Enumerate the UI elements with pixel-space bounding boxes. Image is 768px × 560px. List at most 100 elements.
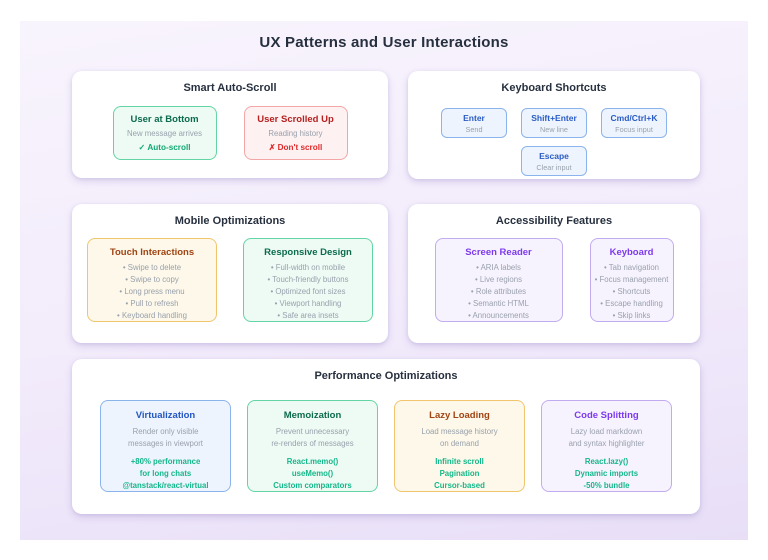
list-item: Shortcuts <box>591 286 673 298</box>
panel-accessibility-features: Accessibility Features Screen Reader ARI… <box>408 204 700 343</box>
card-keyboard: Keyboard Tab navigation Focus management… <box>589 238 674 322</box>
card-title: Code Splitting <box>574 410 639 421</box>
list-item: ARIA labels <box>436 262 562 274</box>
card-responsive-design: Responsive Design Full-width on mobile T… <box>243 238 373 322</box>
list-item: Safe area insets <box>244 310 372 322</box>
card-title: User Scrolled Up <box>257 114 334 125</box>
panel-title-smart-auto-scroll: Smart Auto-Scroll <box>183 82 277 94</box>
list-item: Escape handling <box>591 298 673 310</box>
card-memoization: Memoization Prevent unnecessary re-rende… <box>247 400 378 492</box>
card-title: Keyboard <box>609 247 654 258</box>
highlight-line: React.lazy() <box>584 457 629 466</box>
card-virtualization: Virtualization Render only visible messa… <box>100 400 231 492</box>
panel-title-mobile-optimizations: Mobile Optimizations <box>174 215 286 227</box>
panel-smart-auto-scroll: Smart Auto-Scroll User at Bottom New mes… <box>72 71 388 178</box>
card-title: Screen Reader <box>465 247 532 258</box>
feature-list: Tab navigation Focus management Shortcut… <box>591 262 673 322</box>
card-description: Lazy load markdown and syntax highlighte… <box>542 426 671 450</box>
panel-performance-optimizations: Performance Optimizations Virtualization… <box>72 359 700 514</box>
panel-title-keyboard-shortcuts: Keyboard Shortcuts <box>501 82 607 94</box>
highlight-line: useMemo() <box>291 469 334 478</box>
list-item: Pull to refresh <box>88 298 216 310</box>
key-action: Send <box>465 124 483 134</box>
accessibility-cards-row: Screen Reader ARIA labels Live regions R… <box>408 238 700 322</box>
key-label: Shift+Enter <box>531 112 577 123</box>
key-escape: Escape Clear input <box>521 146 587 176</box>
cross-icon: ✗ <box>268 143 276 152</box>
feature-list: ARIA labels Live regions Role attributes… <box>436 262 562 322</box>
feature-list: Swipe to delete Swipe to copy Long press… <box>88 262 216 322</box>
auto-scroll-cards-row: User at Bottom New message arrives ✓Auto… <box>72 106 388 160</box>
shortcut-keys-row-1: Enter Send Shift+Enter New line Cmd/Ctrl… <box>408 108 700 138</box>
highlight-line: Infinite scroll <box>435 457 484 466</box>
highlight-line: React.memo() <box>286 457 339 466</box>
key-cmd-ctrl-k: Cmd/Ctrl+K Focus input <box>601 108 667 138</box>
highlight-line: -50% bundle <box>583 481 630 490</box>
card-title: Lazy Loading <box>429 410 490 421</box>
list-item: Semantic HTML <box>436 298 562 310</box>
list-item: Live regions <box>436 274 562 286</box>
key-label: Escape <box>539 150 569 161</box>
card-lazy-loading: Lazy Loading Load message history on dem… <box>394 400 525 492</box>
card-highlights: React.lazy() Dynamic imports -50% bundle <box>542 456 671 492</box>
key-shift-enter: Shift+Enter New line <box>521 108 587 138</box>
feature-list: Full-width on mobile Touch-friendly butt… <box>244 262 372 322</box>
card-code-splitting: Code Splitting Lazy load markdown and sy… <box>541 400 672 492</box>
card-title: User at Bottom <box>130 114 199 125</box>
card-description: Load message history on demand <box>395 426 524 450</box>
highlight-line: Pagination <box>439 469 480 478</box>
list-item: Optimized font sizes <box>244 286 372 298</box>
status-label: Auto-scroll <box>147 143 191 152</box>
key-label: Cmd/Ctrl+K <box>610 112 658 123</box>
list-item: Tab navigation <box>591 262 673 274</box>
list-item: Keyboard handling <box>88 310 216 322</box>
description-line: messages in viewport <box>128 439 203 448</box>
description-line: and syntax highlighter <box>568 439 645 448</box>
highlight-line: for long chats <box>139 469 192 478</box>
card-title: Responsive Design <box>264 247 352 258</box>
card-title: Memoization <box>283 410 342 421</box>
key-action: Focus input <box>615 124 653 134</box>
list-item: Focus management <box>591 274 673 286</box>
card-touch-interactions: Touch Interactions Swipe to delete Swipe… <box>87 238 217 322</box>
list-item: Touch-friendly buttons <box>244 274 372 286</box>
card-user-at-bottom: User at Bottom New message arrives ✓Auto… <box>112 106 217 160</box>
card-status: ✗Don't scroll <box>269 142 323 152</box>
card-status: ✓Auto-scroll <box>138 142 190 152</box>
list-item: Swipe to copy <box>88 274 216 286</box>
description-line: re-renders of messages <box>271 439 354 448</box>
highlight-line: +80% performance <box>130 457 201 466</box>
key-label: Enter <box>463 112 485 123</box>
list-item: Full-width on mobile <box>244 262 372 274</box>
card-user-scrolled-up: User Scrolled Up Reading history ✗Don't … <box>243 106 348 160</box>
description-line: Lazy load markdown <box>570 427 643 436</box>
description-line: Load message history <box>421 427 498 436</box>
list-item: Viewport handling <box>244 298 372 310</box>
card-description: New message arrives <box>127 129 202 138</box>
performance-cards-row: Virtualization Render only visible messa… <box>72 400 700 492</box>
card-highlights: Infinite scroll Pagination Cursor-based <box>395 456 524 492</box>
list-item: Skip links <box>591 310 673 322</box>
description-line: Render only visible <box>132 427 199 436</box>
list-item: Long press menu <box>88 286 216 298</box>
mobile-cards-row: Touch Interactions Swipe to delete Swipe… <box>72 238 388 322</box>
highlight-line: Custom comparators <box>273 481 352 490</box>
panel-keyboard-shortcuts: Keyboard Shortcuts Enter Send Shift+Ente… <box>408 71 700 179</box>
status-label: Don't scroll <box>277 143 323 152</box>
panel-title-accessibility-features: Accessibility Features <box>495 215 613 227</box>
key-enter: Enter Send <box>441 108 507 138</box>
description-line: on demand <box>439 439 479 448</box>
list-item: Role attributes <box>436 286 562 298</box>
page-title: UX Patterns and User Interactions <box>259 34 509 51</box>
card-description: Prevent unnecessary re-renders of messag… <box>248 426 377 450</box>
panel-title-performance-optimizations: Performance Optimizations <box>314 370 458 382</box>
list-item: Swipe to delete <box>88 262 216 274</box>
highlight-line: Cursor-based <box>434 481 485 490</box>
card-title: Virtualization <box>135 410 196 421</box>
diagram-canvas: UX Patterns and User Interactions Smart … <box>20 21 748 540</box>
card-description: Reading history <box>268 129 323 138</box>
card-highlights: React.memo() useMemo() Custom comparator… <box>248 456 377 492</box>
key-action: Clear input <box>536 162 572 172</box>
highlight-line: Dynamic imports <box>574 469 639 478</box>
